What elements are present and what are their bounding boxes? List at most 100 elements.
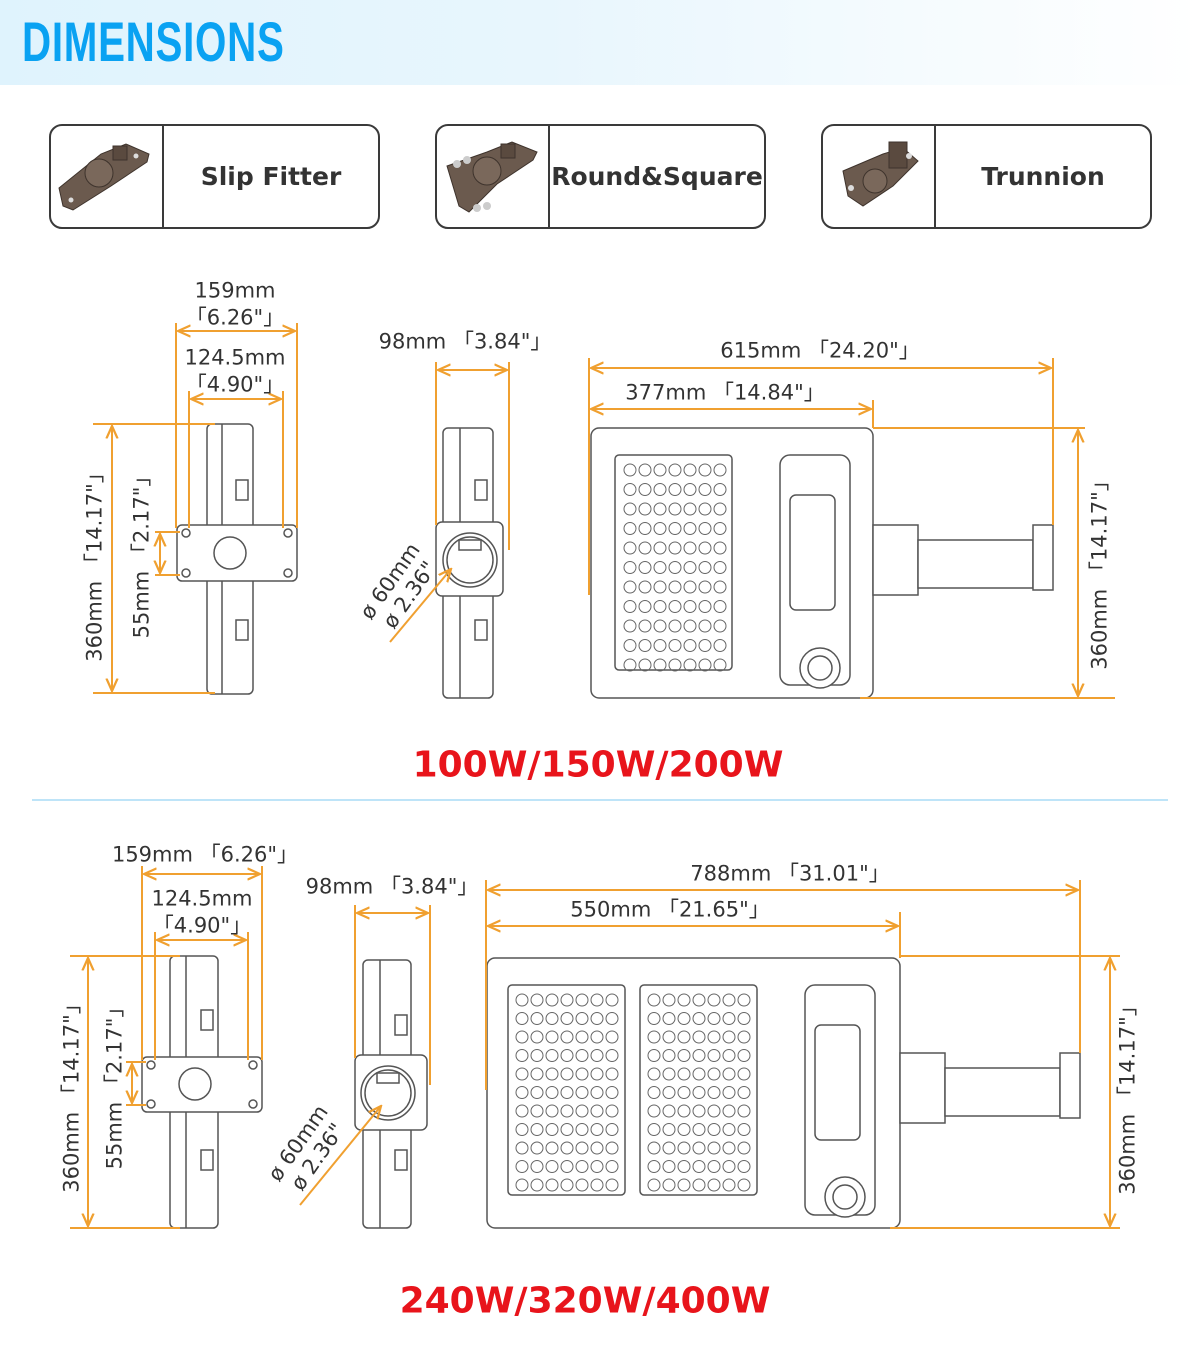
dim-plate-height: 55mm 「2.17"」 — [102, 996, 127, 1170]
led-icon — [713, 619, 727, 633]
led-icon — [638, 502, 652, 516]
led-icon — [530, 1141, 544, 1155]
led-icon — [713, 580, 727, 594]
header-banner: DIMENSIONS — [0, 0, 1200, 85]
led-icon — [713, 522, 727, 535]
led-icon — [707, 1141, 721, 1155]
led-icon — [638, 483, 652, 496]
led-icon — [692, 1104, 706, 1118]
led-icon — [668, 580, 682, 594]
led-icon — [515, 993, 529, 1007]
led-icon — [668, 658, 682, 672]
led-icon — [722, 993, 736, 1007]
dim-width-plate-inch: 「4.90"」 — [152, 913, 252, 938]
led-icon — [668, 522, 682, 535]
led-icon — [515, 1049, 529, 1062]
led-icon — [638, 541, 652, 555]
led-icon — [722, 1141, 736, 1155]
led-array-1 — [623, 463, 727, 672]
led-icon — [707, 1030, 721, 1044]
led-icon — [713, 502, 727, 516]
led-icon — [623, 522, 637, 535]
led-icon — [590, 1104, 604, 1118]
led-icon — [707, 1104, 721, 1118]
led-icon — [707, 1012, 721, 1025]
led-icon — [668, 600, 682, 613]
led-icon — [698, 522, 712, 535]
led-icon — [590, 1178, 604, 1192]
led-icon — [530, 1104, 544, 1118]
dim-width-plate: 124.5mm — [184, 345, 286, 370]
led-icon — [692, 1160, 706, 1173]
led-icon — [560, 1067, 574, 1081]
led-icon — [737, 1123, 751, 1136]
led-icon — [560, 1178, 574, 1192]
led-icon — [662, 1049, 676, 1062]
led-icon — [515, 1086, 529, 1099]
dim-width-total-inch: 「6.26"」 — [185, 305, 285, 330]
led-icon — [515, 1141, 529, 1155]
led-icon — [647, 1049, 661, 1062]
led-icon — [605, 1012, 619, 1025]
led-icon — [515, 1012, 529, 1025]
mount-label: Round&Square — [551, 162, 763, 191]
led-icon — [698, 619, 712, 633]
dim-depth: 98mm 「3.84"」 — [305, 874, 479, 899]
led-icon — [668, 619, 682, 633]
led-icon — [560, 1086, 574, 1099]
led-icon — [575, 1104, 589, 1118]
led-icon — [698, 541, 712, 555]
led-icon — [575, 1123, 589, 1136]
wattage-label-2: 240W/320W/400W — [399, 1280, 771, 1322]
led-icon — [647, 993, 661, 1007]
top-view-1 — [590, 427, 1054, 699]
dim-length-body: 377mm 「14.84"」 — [625, 380, 825, 405]
led-icon — [530, 1123, 544, 1136]
led-icon — [545, 1178, 559, 1192]
led-icon — [692, 1030, 706, 1044]
led-icon — [707, 993, 721, 1007]
dimension-lines-1 — [93, 323, 1115, 699]
led-icon — [713, 600, 727, 613]
led-icon — [683, 658, 697, 672]
led-icon — [662, 1086, 676, 1099]
led-icon — [683, 580, 697, 594]
led-icon — [560, 1049, 574, 1062]
led-icon — [647, 1141, 661, 1155]
led-icon — [737, 1030, 751, 1044]
led-icon — [662, 1160, 676, 1173]
dim-width-plate: 124.5mm — [151, 886, 253, 911]
dim-length-body: 550mm 「21.65"」 — [570, 897, 770, 922]
led-icon — [698, 561, 712, 574]
led-icon — [560, 1160, 574, 1173]
led-icon — [515, 1160, 529, 1173]
led-icon — [530, 1160, 544, 1173]
led-icon — [545, 1086, 559, 1099]
led-icon — [707, 1178, 721, 1192]
led-icon — [668, 639, 682, 652]
led-icon — [590, 1123, 604, 1136]
led-icon — [692, 1067, 706, 1081]
led-icon — [683, 502, 697, 516]
led-icon — [683, 561, 697, 574]
led-icon — [692, 1049, 706, 1062]
led-icon — [677, 1030, 691, 1044]
led-icon — [653, 561, 667, 574]
led-icon — [737, 1141, 751, 1155]
led-icon — [647, 1178, 661, 1192]
led-icon — [560, 1104, 574, 1118]
led-icon — [623, 541, 637, 555]
led-icon — [737, 1012, 751, 1025]
led-icon — [707, 1160, 721, 1173]
led-icon — [722, 1178, 736, 1192]
led-icon — [662, 993, 676, 1007]
led-icon — [653, 619, 667, 633]
led-icon — [698, 658, 712, 672]
led-icon — [713, 639, 727, 652]
led-icon — [605, 1141, 619, 1155]
led-icon — [707, 1086, 721, 1099]
led-icon — [653, 658, 667, 672]
led-icon — [638, 639, 652, 652]
led-icon — [545, 1012, 559, 1025]
led-icon — [590, 1067, 604, 1081]
